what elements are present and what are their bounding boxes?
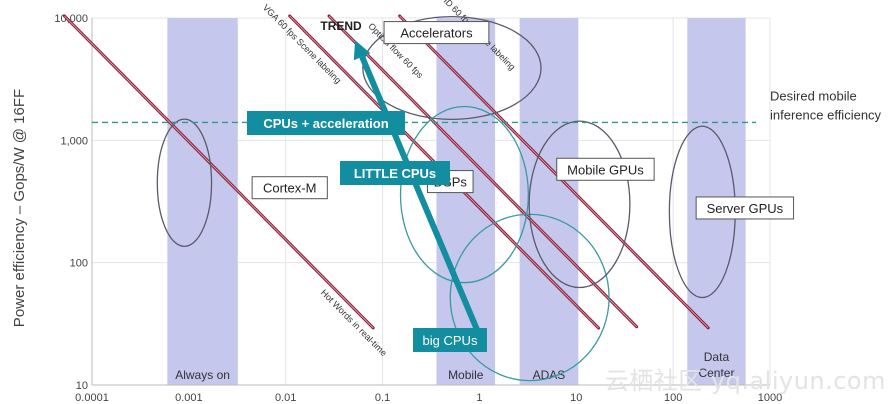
y-axis-label: Power efficiency – Gops/W @ 16FF (11, 89, 28, 327)
band-label: Data (704, 350, 730, 364)
trend-stage-box (340, 161, 450, 185)
band-1 (436, 18, 496, 385)
threshold-line: Desired mobile inference efficiency (92, 88, 882, 124)
cluster-label: Cortex-M (263, 181, 316, 196)
cluster-label-box (251, 176, 328, 200)
cluster-label: Server GPUs (707, 201, 784, 216)
band-0 (167, 18, 238, 385)
trend-stage-box (247, 111, 405, 135)
x-tick-label: 10 (570, 392, 582, 404)
cluster-label-box (383, 21, 490, 45)
cluster-ellipse-1 (362, 15, 542, 121)
y-tick-label: 100 (70, 258, 88, 270)
workload-line-highlight (64, 15, 374, 329)
threshold-label: Desired mobile (770, 88, 857, 103)
x-tick-label: 0.1 (375, 392, 390, 404)
trend-title: TREND (320, 19, 362, 33)
band-label: Mobile (448, 368, 484, 382)
trend-stage-box (413, 328, 487, 352)
workload-label: VGA 60 fps Scene labeling (261, 2, 343, 85)
band-label: Always on (175, 368, 230, 382)
band-label: ADAS (533, 368, 566, 382)
x-tick-label: 100 (664, 392, 682, 404)
cluster-ellipse-0 (156, 118, 213, 248)
watermark: 云栖社区 yq.aliyun.com (604, 367, 886, 395)
x-tick-label: 0.01 (275, 392, 296, 404)
band-label: Center (698, 366, 734, 380)
x-tick-label: 1000 (758, 392, 782, 404)
cluster-label: Accelerators (400, 26, 473, 41)
trend-stage-label: big CPUs (423, 333, 478, 348)
workload-line-highlight (399, 15, 709, 329)
trend-stage-label: CPUs + acceleration (263, 116, 388, 131)
cluster-label-box (695, 196, 795, 220)
cluster-ellipse-4 (528, 120, 631, 289)
trend-arrowhead (353, 40, 371, 61)
threshold-label: inference efficiency (770, 107, 882, 122)
y-tick-label: 10,000 (54, 13, 88, 25)
cluster-ellipse-2 (399, 105, 530, 284)
x-tick-label: 0.001 (175, 392, 203, 404)
workload-line-highlight (328, 15, 637, 328)
cluster-label: Mobile GPUs (567, 162, 644, 177)
cluster-label-box (556, 157, 655, 181)
axes: 0.0001 0.001 0.01 0.1 1 10 100 1000 10 100 1,000 10… (54, 13, 782, 404)
y-tick-label: 1,000 (60, 135, 88, 147)
trend-stage-label: LITTLE CPUs (354, 166, 436, 181)
workload-label: Hot Words in real-time (319, 288, 389, 359)
x-tick-label: 0.0001 (75, 392, 109, 404)
trend-shaft (359, 55, 481, 332)
y-tick-label: 10 (76, 380, 88, 392)
x-tick-label: 1 (476, 392, 482, 404)
